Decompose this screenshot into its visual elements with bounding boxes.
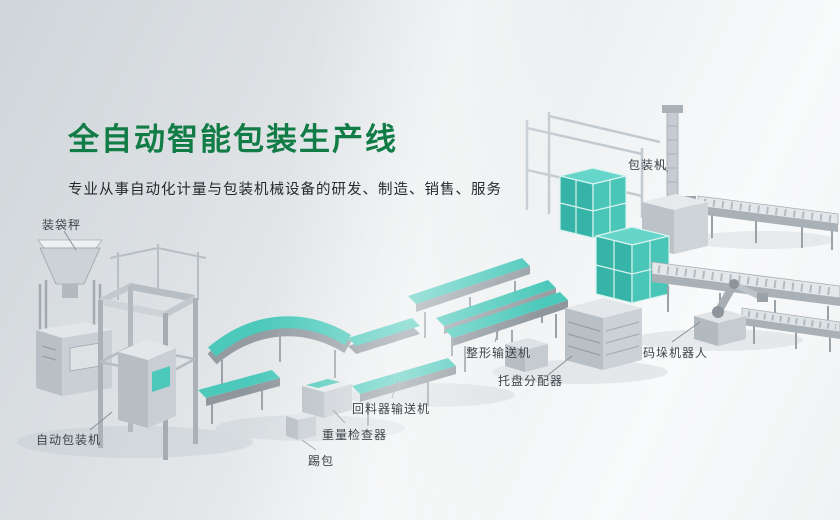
discharge-conveyor xyxy=(198,370,280,424)
auto-packaging-machine-frame xyxy=(98,283,198,460)
label-bagging-scale: 装袋秤 xyxy=(42,218,82,232)
transfer-box xyxy=(505,338,548,372)
label-shaping-conveyor: 整形输送机 xyxy=(466,346,532,360)
pallet-dispenser-machine xyxy=(565,298,642,370)
bagging-scale-machine xyxy=(37,239,103,340)
weight-checker-machine xyxy=(302,378,352,418)
title-block: 全自动智能包装生产线 专业从事自动化计量与包装机械设备的研发、制造、销售、服务 xyxy=(68,122,502,199)
palletizing-robot-machine xyxy=(694,279,768,346)
page-subtitle: 专业从事自动化计量与包装机械设备的研发、制造、销售、服务 xyxy=(68,181,502,198)
label-pallet-dispenser: 托盘分配器 xyxy=(498,374,564,388)
bag-kicker-machine xyxy=(286,412,316,440)
carton-stack-upper xyxy=(559,167,627,239)
link-conveyor xyxy=(348,318,420,354)
label-connectors xyxy=(63,162,701,451)
return-conveyor-machine xyxy=(352,358,456,426)
carton-stack-lower xyxy=(595,226,670,304)
page-title: 全自动智能包装生产线 xyxy=(68,122,398,157)
label-weight-checker: 重量检查器 xyxy=(322,428,388,442)
roller-conveyor-front-right xyxy=(741,307,840,352)
label-packaging-machine: 包装机 xyxy=(628,158,668,172)
label-return-conveyor: 回料器输送机 xyxy=(352,402,431,416)
label-auto-packaging-machine: 自动包装机 xyxy=(36,433,102,447)
label-bag-kicker: 踢包 xyxy=(308,454,335,468)
label-palletizing-robot: 码垛机器人 xyxy=(643,346,709,360)
